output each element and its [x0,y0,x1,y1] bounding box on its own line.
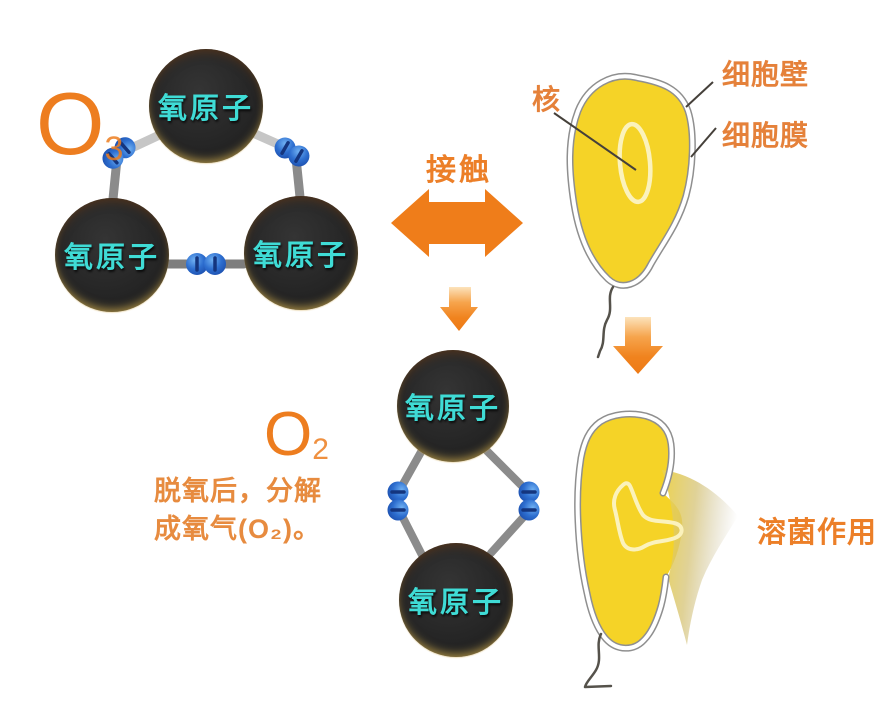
cytoplasm-spill [662,470,738,645]
oxygen-atom-label: 氧原子 [157,93,254,125]
o2-formula-main: O [264,400,313,469]
nucleus-pointer-line [553,112,637,171]
o2-formula: O2 [264,404,329,466]
contact-label: 接触 [426,154,492,187]
o2-caption: 脱氧后，分解 成氧气(O₂)。 [154,472,322,548]
cell-wall-label: 细胞壁 [722,59,810,90]
o2-formula-subscript: 2 [312,433,329,466]
o3-formula: O3 [36,80,123,168]
oxygen-atom: 氧原子 [397,350,509,462]
down-arrow-center [440,287,478,331]
bond-connector [274,137,310,167]
bond-connector [387,481,409,521]
oxygen-atom-label: 氧原子 [404,393,501,425]
lysed-bacteria-cell [574,410,738,689]
lysed-membrane-gap [575,412,674,651]
lysis-action-label: 溶菌作用 [757,517,878,549]
oxygen-atom: 氧原子 [55,198,169,312]
oxygen-atom-label: 氧原子 [252,240,349,272]
cell-membrane-pointer-line [690,127,717,158]
cell-membrane-gap [568,74,695,288]
oxygen-atom-label: 氧原子 [63,242,160,274]
lysed-cell-body [577,414,683,649]
bond-connector [102,137,136,169]
oxygen-atom: 氧原子 [244,196,358,310]
o2-bonds [387,447,540,559]
bond-connector [518,481,540,521]
flagellum [583,632,613,689]
nucleus-label: 核 [532,84,562,115]
flagellum [596,285,615,359]
o3-formula-main: O [36,74,105,173]
o2-caption-line1: 脱氧后，分解 [154,476,322,506]
bond-connector [186,253,226,275]
intact-bacteria-cell [553,72,717,359]
down-arrow-right [613,317,663,374]
deformed-nucleus [612,481,684,552]
cell-wall-pointer-line [685,81,714,108]
o2-caption-line2: 成氧气(O₂)。 [154,514,321,544]
o3-formula-subscript: 3 [104,130,124,168]
oxygen-atom: 氧原子 [399,543,513,657]
cell-membrane-label: 细胞膜 [722,120,810,151]
oxygen-atom-label: 氧原子 [407,587,504,619]
nucleus [617,121,653,205]
contact-double-arrow [391,189,523,257]
oxygen-atom: 氧原子 [149,49,263,163]
